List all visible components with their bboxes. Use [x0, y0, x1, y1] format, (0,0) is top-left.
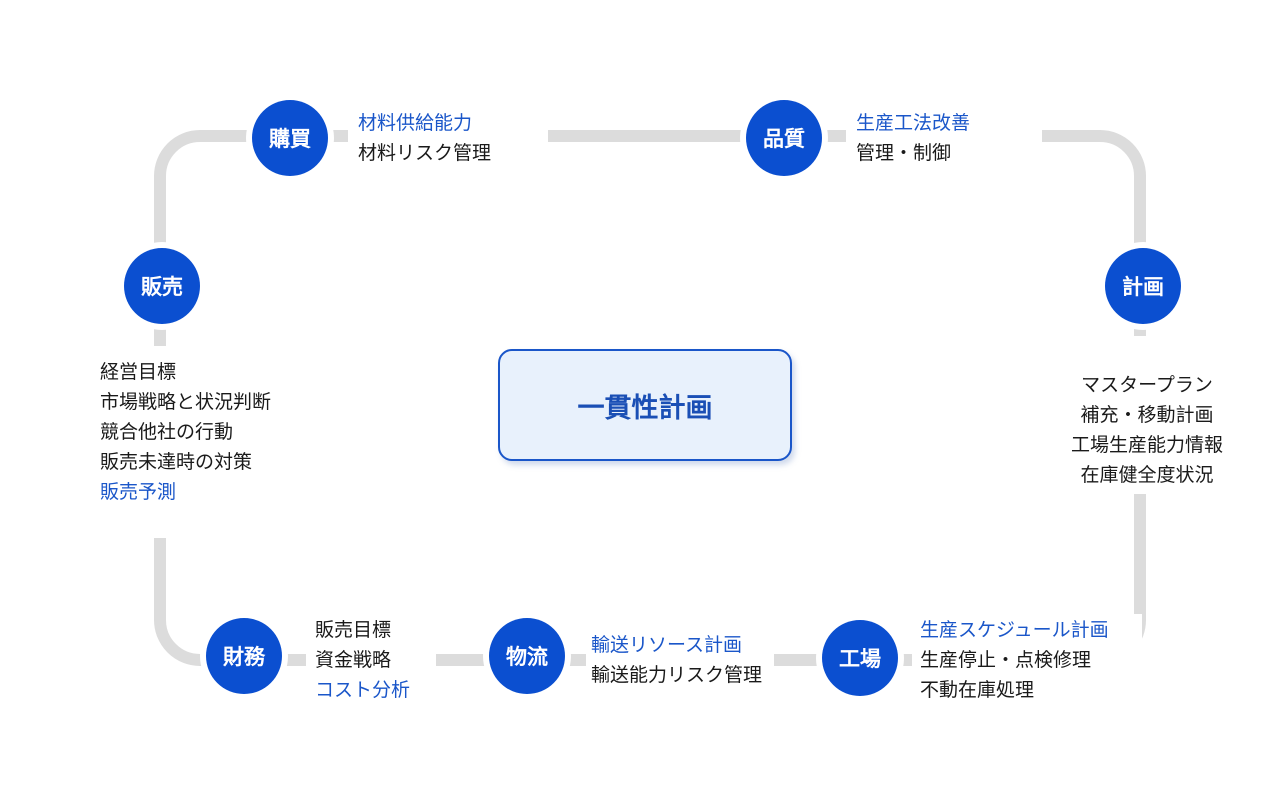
label-hinshitsu-line: 管理・制御: [856, 142, 952, 164]
center-title-box: 一貫性計画: [498, 349, 792, 461]
label-zaimu-line: 販売目標: [315, 619, 392, 641]
label-hanbai-line: 経営目標: [100, 361, 177, 383]
label-keikaku-line: 補充・移動計画: [1080, 404, 1214, 426]
label-kojo: 生産スケジュール計画 生産停止・点検修理 不動在庫処理: [920, 615, 1109, 705]
node-keikaku: 計画: [1105, 248, 1181, 324]
label-kojo-line: 生産スケジュール計画: [920, 619, 1109, 641]
node-hinshitsu: 品質: [746, 100, 822, 176]
center-title: 一貫性計画: [577, 392, 713, 424]
loop-gap-hinshitsu: [846, 110, 1042, 166]
label-kobai-line: 材料リスク管理: [358, 142, 492, 164]
label-keikaku-line: 工場生産能力情報: [1070, 434, 1223, 456]
label-kobai-line: 材料供給能力: [358, 112, 473, 134]
loop-gap-zaimu: [306, 614, 436, 704]
label-keikaku: マスタープラン 補充・移動計画 工場生産能力情報 在庫健全度状況: [1056, 370, 1238, 490]
label-hanbai-line: 競合他社の行動: [100, 421, 234, 443]
label-keikaku-line: 在庫健全度状況: [1080, 464, 1214, 486]
label-keikaku-line: マスタープラン: [1081, 374, 1213, 396]
node-zaimu: 財務: [206, 618, 282, 694]
label-zaimu-line: コスト分析: [315, 679, 411, 701]
label-hanbai-line: 販売予測: [100, 481, 177, 503]
node-butsuryu: 物流: [489, 618, 565, 694]
loop-gap-butsuryu: [586, 628, 774, 690]
node-kojo: 工場: [822, 620, 898, 696]
label-zaimu-line: 資金戦略: [315, 649, 392, 671]
loop-gap-kobai: [348, 110, 548, 166]
label-kojo-line: 不動在庫処理: [920, 679, 1035, 701]
label-kobai: 材料供給能力 材料リスク管理: [358, 108, 491, 168]
loop-gap-kojo: [912, 614, 1142, 704]
loop-gap-hanbai: [90, 346, 304, 538]
label-hinshitsu-line: 生産工法改善: [856, 112, 971, 134]
label-hanbai-line: 販売未達時の対策: [100, 451, 253, 473]
label-kojo-line: 生産停止・点検修理: [920, 649, 1092, 671]
loop-gap-keikaku: [1056, 336, 1238, 494]
label-butsuryu-line: 輸送リソース計画: [591, 634, 743, 656]
label-zaimu: 販売目標 資金戦略 コスト分析: [315, 615, 410, 705]
label-hanbai: 経営目標 市場戦略と状況判断 競合他社の行動 販売未達時の対策 販売予測: [100, 357, 271, 507]
label-hanbai-line: 市場戦略と状況判断: [100, 391, 272, 413]
node-hanbai: 販売: [124, 248, 200, 324]
label-butsuryu-line: 輸送能力リスク管理: [591, 664, 763, 686]
label-butsuryu: 輸送リソース計画 輸送能力リスク管理: [591, 630, 762, 690]
label-hinshitsu: 生産工法改善 管理・制御: [856, 108, 970, 168]
node-kobai: 購買: [252, 100, 328, 176]
